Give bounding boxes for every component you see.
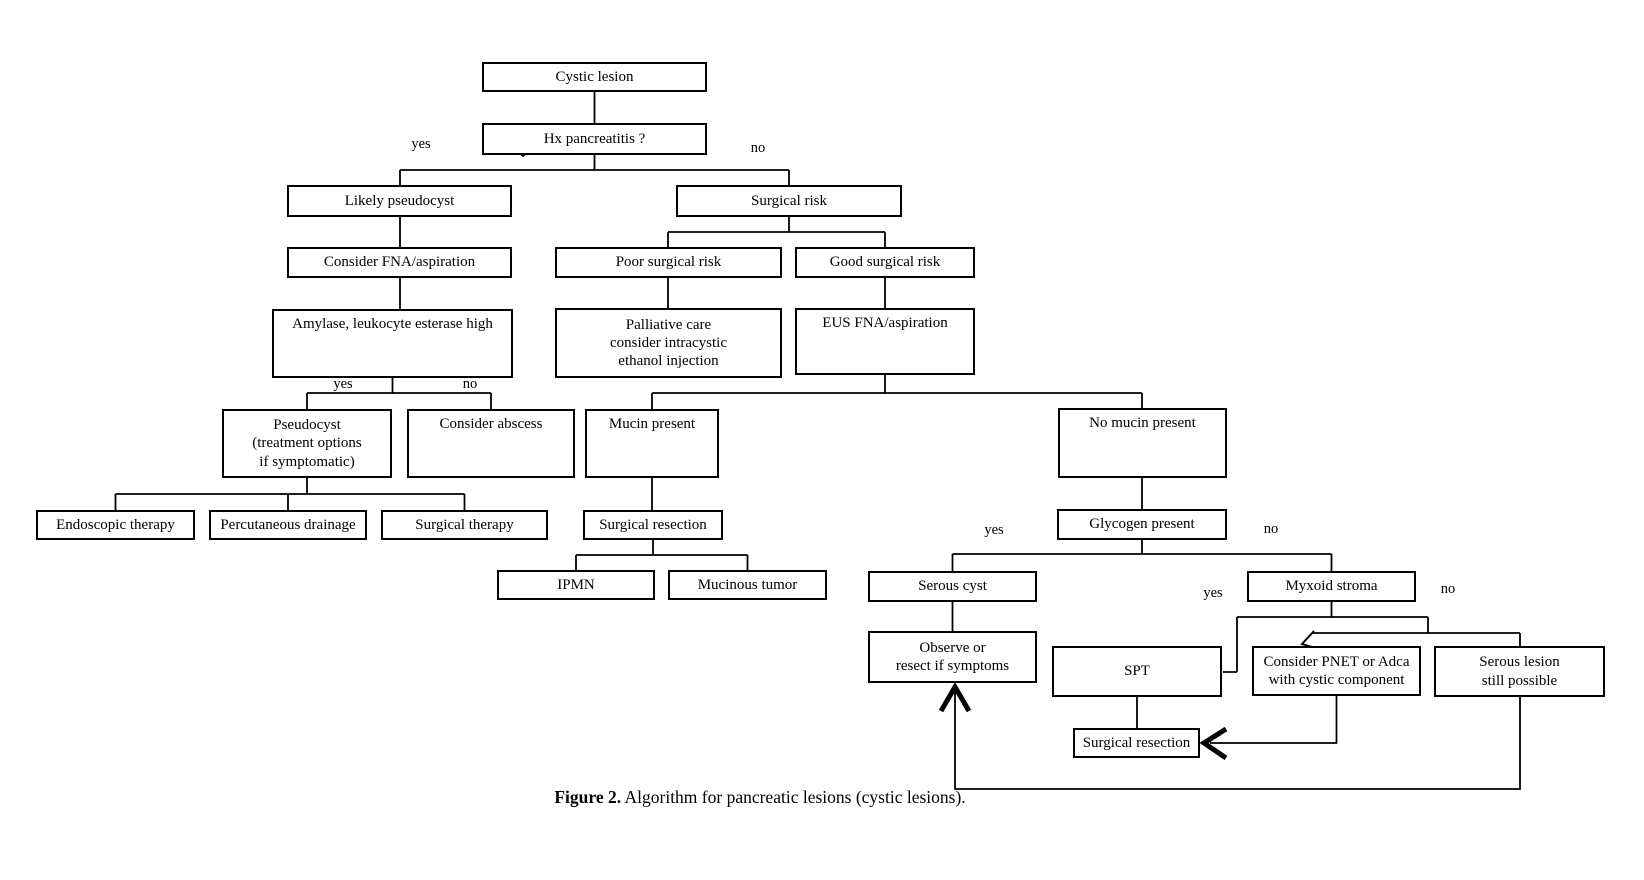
node-consider-fna: Consider FNA/aspiration <box>287 247 512 278</box>
node-amylase-high: Amylase, leukocyte esterase high <box>272 309 513 378</box>
node-spt: SPT <box>1052 646 1222 697</box>
node-good-surgical-risk: Good surgical risk <box>795 247 975 278</box>
node-myxoid-stroma: Myxoid stroma <box>1247 571 1416 602</box>
node-surgical-risk: Surgical risk <box>676 185 902 217</box>
node-surgical-resection-mucin: Surgical resection <box>583 510 723 540</box>
edge-label-glycogen-yes: yes <box>984 522 1004 538</box>
edge-label-myxoid-yes: yes <box>1203 585 1223 601</box>
node-glycogen-present: Glycogen present <box>1057 509 1227 540</box>
node-pseudocyst-treatment: Pseudocyst (treatment options if symptom… <box>222 409 392 478</box>
edge-label-amylase-yes: yes <box>333 376 353 392</box>
edge-label-hx-yes: yes <box>411 136 431 152</box>
left-arrowhead-icon <box>1199 726 1228 761</box>
node-cystic-lesion: Cystic lesion <box>482 62 707 92</box>
figure-caption-label: Figure 2. <box>554 787 622 807</box>
node-hx-pancreatitis: Hx pancreatitis ? <box>482 123 707 155</box>
figure-caption: Figure 2. Algorithm for pancreatic lesio… <box>0 787 1520 808</box>
node-mucinous-tumor: Mucinous tumor <box>668 570 827 600</box>
node-serous-cyst: Serous cyst <box>868 571 1037 602</box>
node-observe-or-resect: Observe or resect if symptoms <box>868 631 1037 683</box>
node-surgical-therapy: Surgical therapy <box>381 510 548 540</box>
figure-caption-text: Algorithm for pancreatic lesions (cystic… <box>621 787 966 807</box>
node-serous-lesion-possible: Serous lesion still possible <box>1434 646 1605 697</box>
node-no-mucin-present: No mucin present <box>1058 408 1227 478</box>
up-arrowhead-icon <box>938 682 972 713</box>
node-palliative-care: Palliative care consider intracystic eth… <box>555 308 782 378</box>
node-likely-pseudocyst: Likely pseudocyst <box>287 185 512 217</box>
edge-label-amylase-no: no <box>462 376 478 392</box>
edge-label-glycogen-no: no <box>1263 521 1279 537</box>
node-mucin-present: Mucin present <box>585 409 719 478</box>
node-percutaneous-drainage: Percutaneous drainage <box>209 510 367 540</box>
edge-label-hx-no: no <box>750 140 766 156</box>
node-poor-surgical-risk: Poor surgical risk <box>555 247 782 278</box>
node-eus-fna: EUS FNA/aspiration <box>795 308 975 375</box>
node-consider-abscess: Consider abscess <box>407 409 575 478</box>
node-ipmn: IPMN <box>497 570 655 600</box>
node-consider-pnet: Consider PNET or Adca with cystic compon… <box>1252 646 1421 696</box>
edge-label-myxoid-no: no <box>1440 581 1456 597</box>
node-surgical-resection-spt: Surgical resection <box>1073 728 1200 758</box>
node-endoscopic-therapy: Endoscopic therapy <box>36 510 195 540</box>
